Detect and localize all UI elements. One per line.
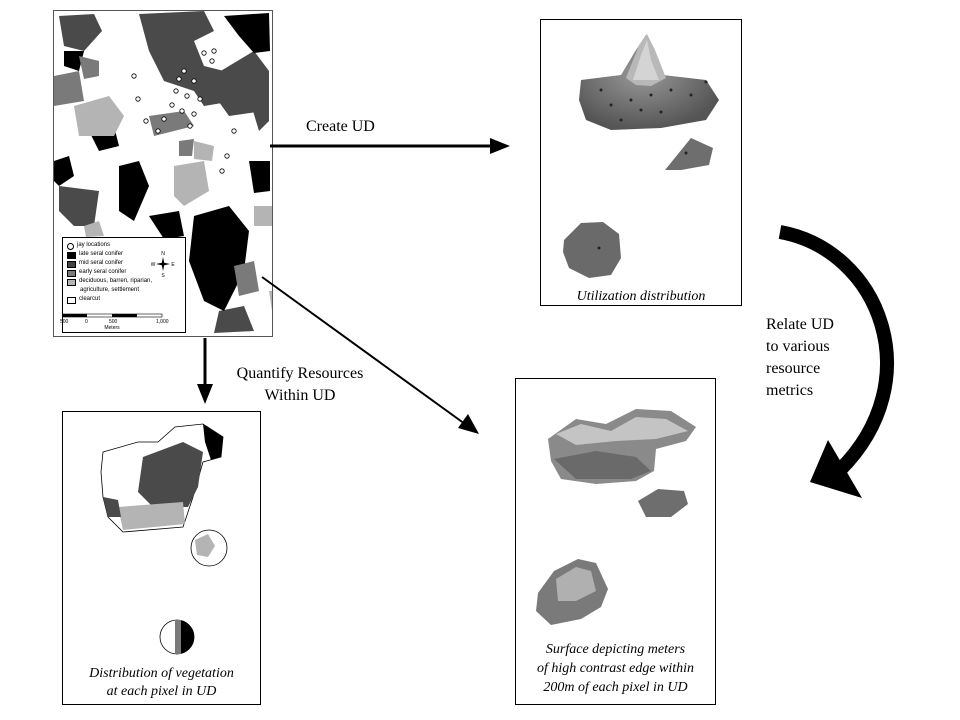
mid-seral-swatch [67, 261, 76, 268]
diagonal-arrowhead [458, 414, 479, 434]
legend-item: clearcut [67, 295, 181, 304]
create-ud-label: Create UD [306, 118, 375, 135]
legend-item: early seral conifer [67, 268, 181, 277]
edge-surface-render [536, 409, 696, 625]
deciduous-swatch [67, 279, 76, 286]
legend-item: deciduous, barren, riparian, [67, 277, 181, 286]
compass-e: E [171, 262, 175, 268]
ud-surface-render [563, 34, 719, 278]
scale-tick: 1,000 [156, 319, 169, 325]
edge-caption-line1: Surface depicting meters [545, 642, 686, 657]
relate-arrowhead [810, 440, 862, 498]
vegetation-distribution-panel: Distribution of vegetation at each pixel… [62, 411, 261, 705]
scale-tick: 0 [85, 319, 88, 325]
vegetation-map [54, 11, 272, 336]
relate-label-line4: metrics [766, 382, 814, 399]
map-scale-bar: 500 0 500 1,000 Meters [60, 313, 172, 331]
ud-caption: Utilization distribution [576, 289, 706, 304]
utilization-distribution-panel: Utilization distribution [540, 19, 742, 306]
scale-tick: 500 [60, 319, 69, 325]
scale-unit: Meters [104, 325, 120, 331]
scale-bar-graphic [62, 313, 163, 318]
create-ud-arrowhead [490, 138, 510, 154]
vegetation-within-ud [100, 423, 228, 655]
edge-caption-line2: of high contrast edge within [536, 661, 695, 676]
vegetation-map-panel: jay locations late seral conifer mid ser… [53, 10, 273, 337]
scale-tick: 500 [109, 319, 118, 325]
relate-label-line3: resource [766, 360, 821, 377]
legend-item: late seral conifer [67, 250, 181, 259]
relate-label-line1: Relate UD [766, 316, 834, 333]
late-seral-swatch [67, 252, 76, 259]
compass-s: S [161, 273, 165, 278]
legend-item: agriculture, settlement [80, 287, 140, 293]
quantify-label-line2: Within UD [264, 387, 336, 404]
relate-label-line2: to various [766, 338, 830, 355]
clearcut-swatch [67, 297, 76, 304]
compass-rose-icon: N S W E [151, 251, 175, 278]
early-seral-swatch [67, 270, 76, 277]
quantify-label-line1: Quantify Resources [236, 365, 364, 382]
edge-surface-panel: Surface depicting meters of high contras… [515, 378, 716, 705]
jay-location-swatch [67, 243, 74, 250]
legend-item: jay locations [67, 241, 181, 250]
veg-caption-line1: Distribution of vegetation [89, 666, 234, 681]
legend-item: mid seral conifer [67, 259, 181, 268]
compass-w: W [151, 262, 156, 268]
compass-n: N [161, 251, 165, 257]
quantify-arrowhead [197, 384, 213, 404]
veg-caption-line2: at each pixel in UD [106, 684, 217, 699]
edge-caption-line3: 200m of each pixel in UD [543, 680, 688, 695]
